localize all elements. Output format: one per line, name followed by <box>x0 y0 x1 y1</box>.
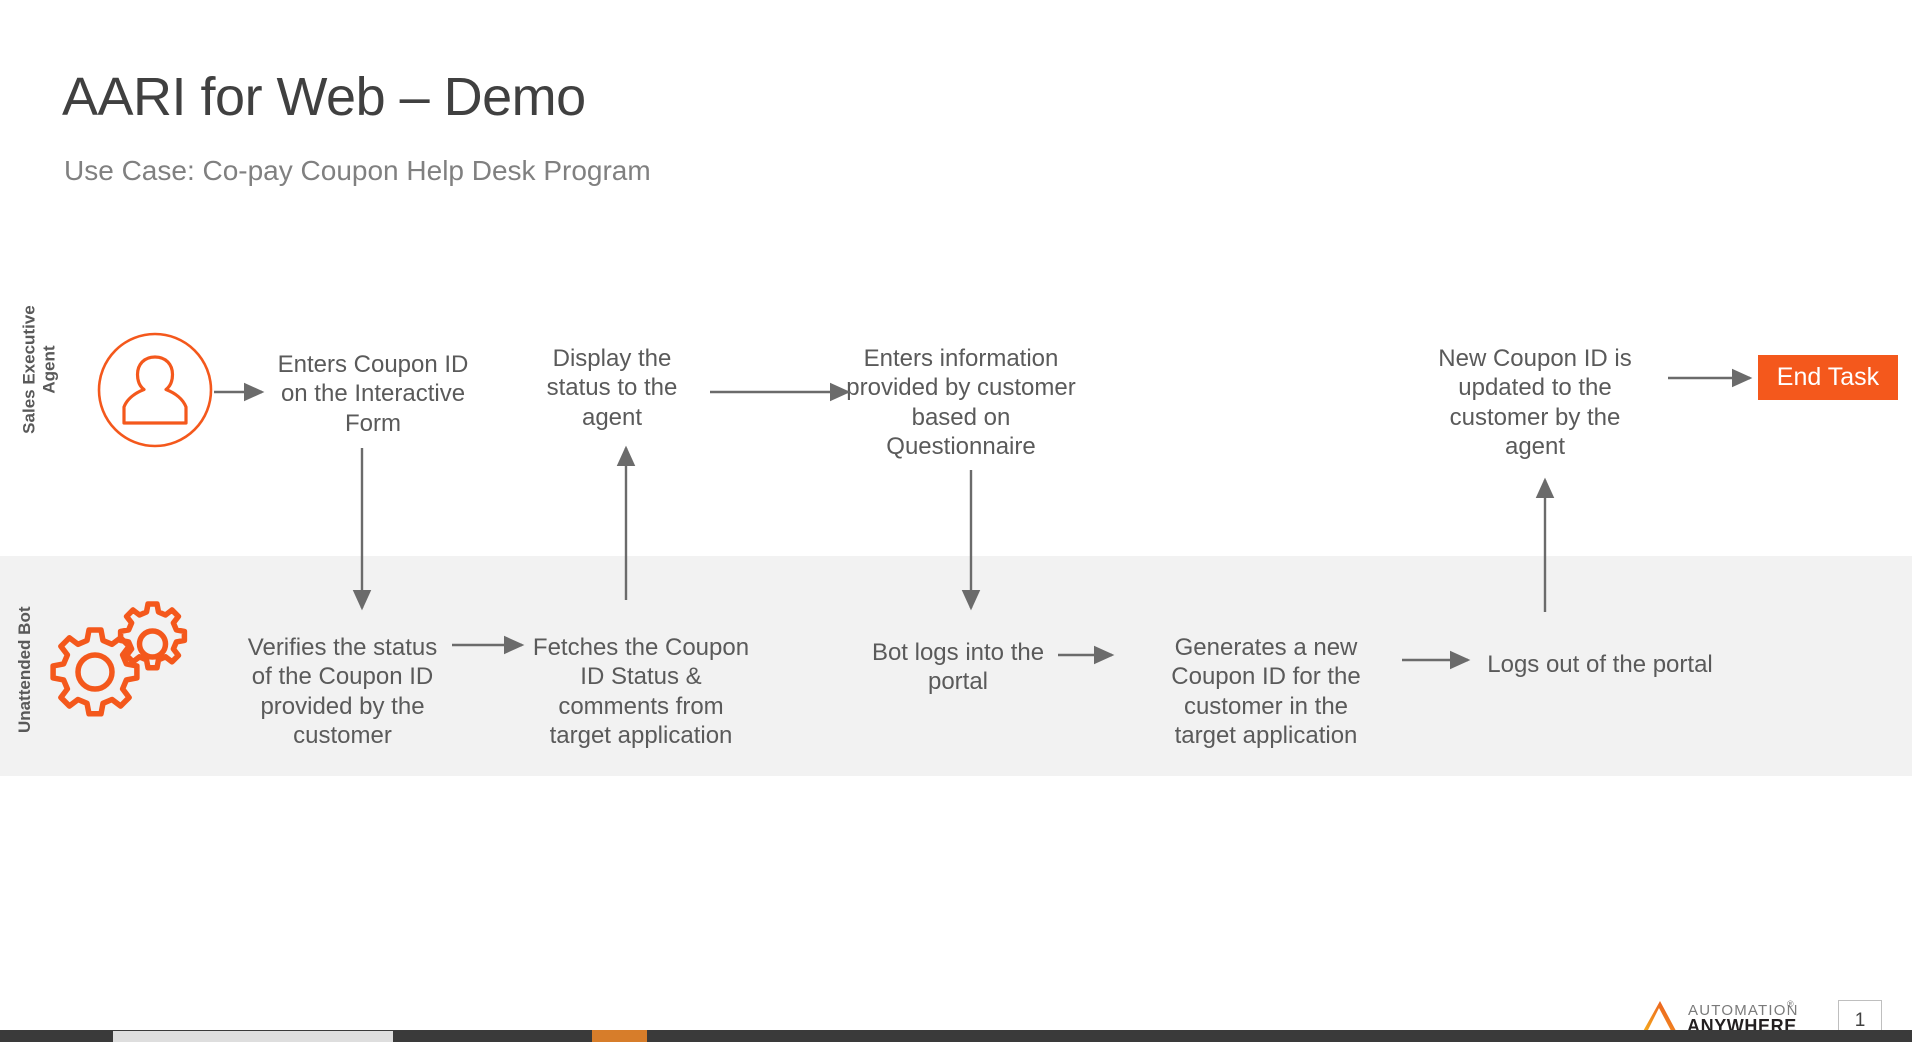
step-enters-information: Enters information provided by customer … <box>846 345 1076 460</box>
os-taskbar-window-segment <box>113 1031 393 1042</box>
os-taskbar-accent-segment <box>592 1030 647 1042</box>
unattended-bot-lane-band <box>0 556 1912 776</box>
step-verifies-status: Verifies the status of the Coupon ID pro… <box>247 634 438 749</box>
registered-trademark-icon: ® <box>1787 999 1794 1009</box>
end-task-button[interactable]: End Task <box>1758 355 1898 400</box>
os-taskbar-strip <box>0 1030 1912 1042</box>
step-bot-logs-in: Bot logs into the portal <box>871 639 1045 696</box>
gears-icon <box>50 601 188 717</box>
step-fetches-coupon: Fetches the Coupon ID Status & comments … <box>532 634 750 749</box>
step-display-status: Display the status to the agent <box>546 345 678 431</box>
step-logs-out: Logs out of the portal <box>1487 651 1713 678</box>
step-generates-new-coupon: Generates a new Coupon ID for the custom… <box>1171 634 1361 749</box>
page-title: AARI for Web – Demo <box>62 67 586 127</box>
lane-label-sales-executive-agent: Sales Executive Agent <box>19 305 58 434</box>
lane-label-unattended-bot: Unattended Bot <box>15 606 35 734</box>
page-subtitle: Use Case: Co-pay Coupon Help Desk Progra… <box>64 155 651 186</box>
step-new-coupon-updated: New Coupon ID is updated to the customer… <box>1438 345 1632 460</box>
user-avatar-icon <box>97 332 213 448</box>
logo-wordmark-top: AUTOMATION <box>1688 1002 1799 1019</box>
step-enters-coupon-id: Enters Coupon ID on the Interactive Form <box>277 351 469 437</box>
